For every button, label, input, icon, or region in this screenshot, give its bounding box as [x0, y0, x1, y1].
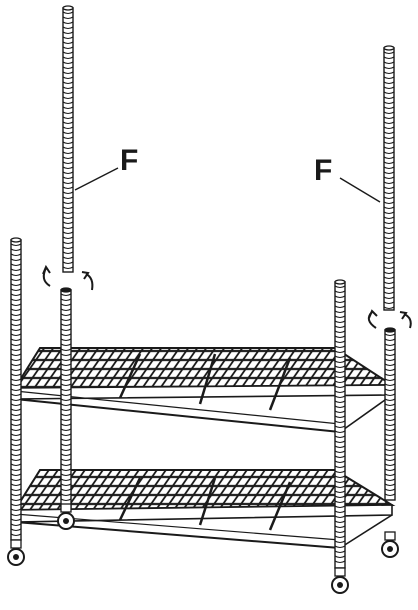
pole-socket-left: [61, 287, 71, 293]
pole-back-left: [60, 287, 72, 509]
caster-front-left: [7, 539, 25, 566]
callout-f-left: F: [74, 144, 138, 191]
caster-front-right: [331, 567, 349, 594]
callout-f-right-label: F: [314, 154, 332, 187]
extension-pole-left: [62, 5, 74, 273]
callout-f-left-label: F: [120, 144, 138, 177]
curved-arrow-right-icon: [367, 309, 412, 329]
pole-socket-right: [385, 327, 395, 333]
callout-f-right: F: [314, 154, 381, 203]
curved-arrow-left-icon: [42, 264, 94, 291]
caster-back-right: [381, 531, 399, 558]
pole-front-left: [10, 237, 22, 541]
pole-front-right: [334, 279, 346, 569]
caster-back-left: [57, 503, 75, 530]
extension-pole-right: [383, 45, 395, 311]
pole-back-right: [384, 327, 396, 501]
